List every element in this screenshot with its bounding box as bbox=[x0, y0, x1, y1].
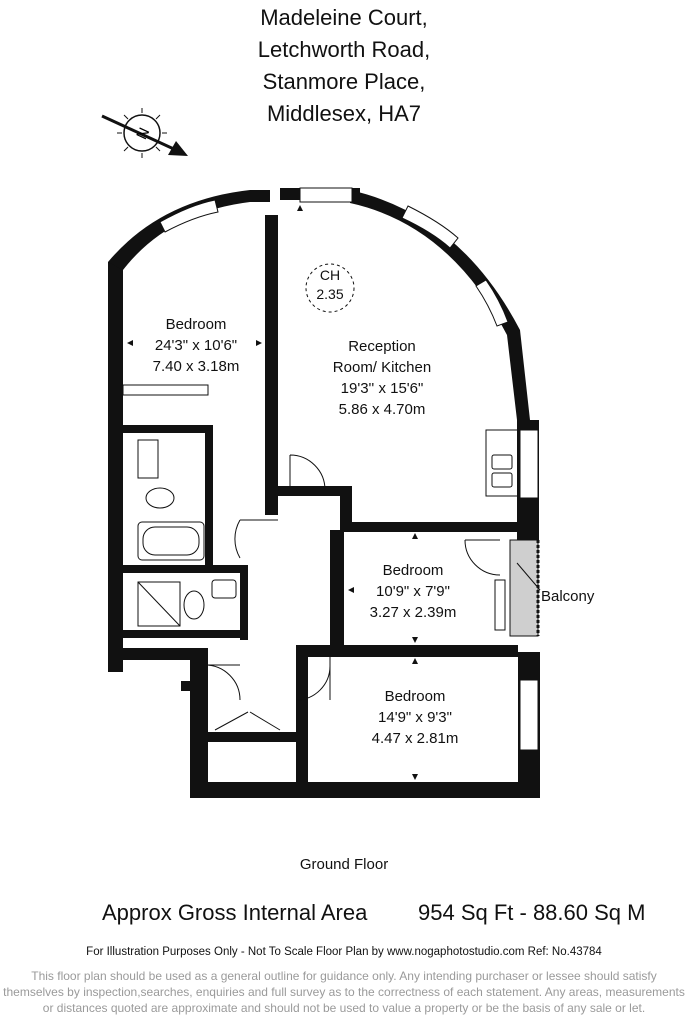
kitchen-counter bbox=[485, 429, 519, 497]
address-line-1: Madeleine Court, bbox=[260, 5, 428, 30]
room-imperial: 24'3" x 10'6" bbox=[154, 337, 238, 354]
room-label-bedroom-3: Bedroom 14'9" x 9'3" 4.47 x 2.81m bbox=[355, 686, 475, 749]
ceiling-height-circle bbox=[305, 263, 355, 313]
compass-icon: N bbox=[101, 108, 188, 158]
ceiling-height-value: 2.35 bbox=[316, 286, 344, 302]
internal-walls bbox=[123, 215, 520, 786]
entrance-arrow-icon bbox=[181, 675, 201, 697]
area-value: 954 Sq Ft - 88.60 Sq M bbox=[418, 900, 646, 925]
disclaimer: This floor plan should be used as a gene… bbox=[0, 968, 688, 1016]
room-imperial: 14'9" x 9'3" bbox=[378, 709, 452, 726]
disclaimer-line-2: themselves by inspection,searches, enqui… bbox=[3, 985, 685, 999]
address-line-2: Letchworth Road, bbox=[257, 37, 431, 62]
room-imperial: 10'9" x 7'9" bbox=[376, 583, 450, 600]
ceiling-height-marker: CH 2.35 bbox=[302, 262, 358, 313]
room-label-bedroom-1: Bedroom 24'3" x 10'6" 7.40 x 3.18m bbox=[136, 314, 256, 377]
floor-label: Ground Floor bbox=[299, 856, 389, 873]
room-label-bedroom-2: Bedroom 10'9" x 7'9" 3.27 x 2.39m bbox=[358, 560, 468, 623]
room-name: Bedroom bbox=[384, 688, 446, 705]
room-metric: 4.47 x 2.81m bbox=[371, 730, 459, 747]
disclaimer-line-1: This floor plan should be used as a gene… bbox=[31, 969, 657, 983]
address-block: Madeleine Court, Letchworth Road, Stanmo… bbox=[0, 2, 688, 130]
room-metric: 5.86 x 4.70m bbox=[338, 401, 426, 418]
address-line-3: Stanmore Place, bbox=[262, 69, 426, 94]
room-name: Bedroom bbox=[165, 316, 227, 333]
dimension-markers bbox=[127, 205, 418, 780]
room-name: Bedroom bbox=[382, 562, 444, 579]
balcony-area bbox=[509, 539, 541, 637]
bathroom-fittings bbox=[137, 439, 237, 627]
room-imperial: 19'3'' x 15'6" bbox=[340, 380, 424, 397]
address-line-4: Middlesex, HA7 bbox=[266, 101, 422, 126]
balcony-label: Balcony bbox=[541, 588, 595, 605]
ceiling-height-label: CH bbox=[319, 267, 341, 283]
doors bbox=[204, 454, 501, 731]
room-label-reception: Reception Room/ Kitchen 19'3'' x 15'6" 5… bbox=[312, 336, 452, 420]
room-metric: 7.40 x 3.18m bbox=[152, 358, 240, 375]
disclaimer-line-3: or distances quoted are approximate and … bbox=[42, 1001, 646, 1015]
room-metric: 3.27 x 2.39m bbox=[369, 604, 457, 621]
plan-credits: For Illustration Purposes Only - Not To … bbox=[86, 946, 602, 958]
room-name: Reception bbox=[348, 338, 416, 355]
room-name-line2: Room/ Kitchen bbox=[332, 359, 432, 376]
area-label: Approx Gross Internal Area bbox=[102, 900, 368, 925]
windows bbox=[122, 187, 539, 751]
